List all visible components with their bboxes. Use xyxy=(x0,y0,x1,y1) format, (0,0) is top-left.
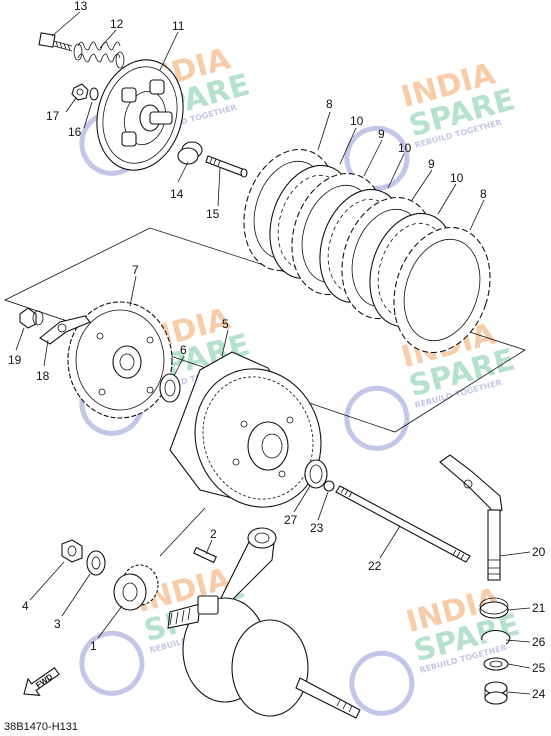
callout-numbers: 13 12 11 17 16 14 15 8 10 9 10 9 10 8 7 … xyxy=(8,0,546,701)
crankshaft xyxy=(167,527,361,719)
callout-16: 16 xyxy=(68,125,82,139)
clutch-plate-stack xyxy=(243,148,491,354)
callout-12: 12 xyxy=(110,17,124,31)
callout-27: 27 xyxy=(284,513,298,527)
part-5-clutch-housing xyxy=(169,351,322,508)
part-2-key xyxy=(193,546,217,564)
diagram-code: 38B1470-H131 xyxy=(4,721,78,733)
part-19-screw xyxy=(19,307,44,329)
callout-2: 2 xyxy=(210,527,217,541)
callout-11: 11 xyxy=(172,19,185,33)
callout-10-first: 10 xyxy=(350,114,364,128)
part-14-bearing xyxy=(177,141,203,165)
part-27-washer xyxy=(304,459,328,489)
part-25-washer xyxy=(483,657,509,671)
callout-10-second: 10 xyxy=(398,141,412,155)
callout-10-third: 10 xyxy=(450,171,464,185)
leader-lines xyxy=(15,11,531,695)
callout-15: 15 xyxy=(206,207,220,221)
callout-23: 23 xyxy=(310,521,324,535)
friction-plate-8b xyxy=(393,226,491,354)
part-23-ball xyxy=(323,480,335,492)
part-13-bolt xyxy=(38,32,73,52)
callout-26: 26 xyxy=(532,635,546,649)
part-16-washer xyxy=(89,87,99,101)
callout-14: 14 xyxy=(170,187,184,201)
callout-7: 7 xyxy=(132,263,139,277)
part-4-nut xyxy=(61,539,83,563)
callout-5: 5 xyxy=(222,317,229,331)
part-6-thrust-washer xyxy=(159,373,181,403)
callout-19: 19 xyxy=(8,353,22,367)
part-18-plate xyxy=(39,315,91,345)
callout-8-top: 8 xyxy=(326,97,333,111)
part-11-pressure-plate xyxy=(96,59,184,171)
callout-17: 17 xyxy=(46,109,60,123)
part-20-push-lever-shaft xyxy=(439,454,503,581)
part-1-primary-drive-gear xyxy=(113,564,159,611)
callout-21: 21 xyxy=(532,601,546,615)
part-15-push-rod xyxy=(205,155,248,178)
callout-8-bottom: 8 xyxy=(480,187,487,201)
callout-6: 6 xyxy=(180,343,187,357)
part-22-push-rod xyxy=(335,485,471,563)
part-7-primary-driven-gear xyxy=(67,301,173,419)
fwd-arrow-icon: FWD xyxy=(23,667,60,696)
callout-24: 24 xyxy=(532,687,546,701)
part-17-nut xyxy=(71,83,89,101)
callout-1: 1 xyxy=(90,639,97,653)
callout-18: 18 xyxy=(36,369,50,383)
callout-4: 4 xyxy=(22,599,29,613)
part-3-washer xyxy=(86,550,106,576)
callout-9-second: 9 xyxy=(428,157,435,171)
part-24-bearing xyxy=(484,681,508,705)
callout-9-first: 9 xyxy=(378,127,385,141)
callout-20: 20 xyxy=(532,545,546,559)
callout-13: 13 xyxy=(74,0,88,13)
callout-22: 22 xyxy=(368,559,382,573)
callout-3: 3 xyxy=(54,617,61,631)
callout-25: 25 xyxy=(532,661,546,675)
part-12-spring xyxy=(73,41,125,69)
